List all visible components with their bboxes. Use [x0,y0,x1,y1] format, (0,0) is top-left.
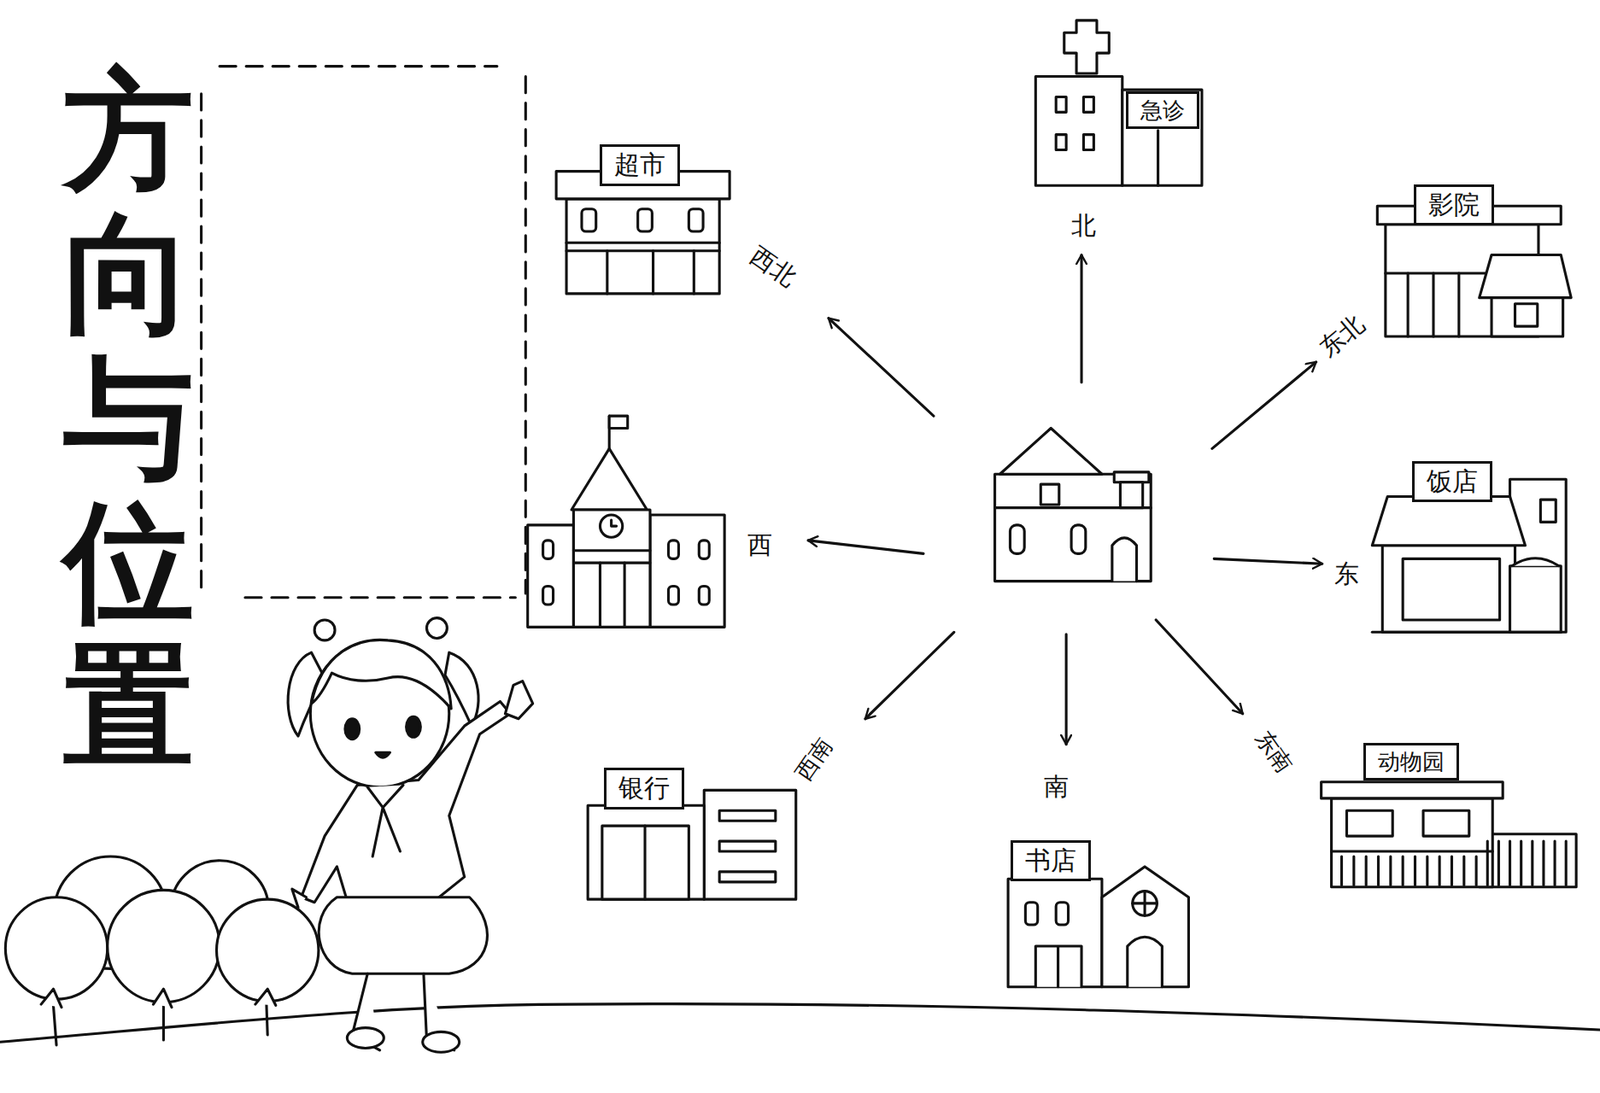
direction-label: 西北 [743,240,803,294]
hospital-building [1035,20,1202,186]
sign-text: 影院 [1428,190,1480,220]
trees [5,856,319,1046]
sign-board: 急诊 [1125,91,1200,129]
fence-slat [1508,841,1512,885]
fence-slat [1462,856,1466,885]
restaurant-building [1371,479,1566,633]
direction-label: 西南 [790,732,839,788]
sign-text: 银行 [618,773,670,803]
fence-slat [1352,856,1355,885]
sign-text: 饭店 [1426,467,1478,497]
sign-board: 书店 [1010,840,1091,882]
fence-slat [1450,856,1454,885]
zoo-building [1321,782,1577,888]
fence-slat [1553,841,1557,885]
fence-slat [1438,856,1442,885]
school-building [527,416,725,628]
sign-text: 急诊 [1140,97,1185,124]
bookstore-building [1008,867,1189,988]
supermarket-building [556,171,730,294]
fence-slat [1377,856,1380,885]
direction-label: 西 [745,531,774,561]
fence-slat [1497,841,1501,885]
direction-label: 北 [1069,211,1098,241]
direction-label: 东南 [1248,725,1298,780]
sign-board: 银行 [603,767,685,809]
fence-slat [1389,856,1392,885]
fence-slat [1486,841,1489,885]
sign-board: 饭店 [1412,461,1493,503]
fence-slat [1564,841,1568,885]
fence-slat [1425,856,1429,885]
fence-slat [1413,856,1417,885]
fence-slat [1401,856,1405,885]
sign-text: 动物园 [1377,749,1445,775]
dashed-frame [201,66,527,598]
direction-label: 南 [1042,773,1071,803]
sign-board: 动物园 [1363,743,1460,781]
fence-slat [1530,841,1534,885]
direction-label: 东北 [1312,308,1372,365]
center-house [995,427,1152,581]
girl-figure [287,618,534,1054]
fence-slat [1340,856,1343,885]
fence-slat [1519,841,1523,885]
fence-slats [1342,841,1567,885]
direction-label: 东 [1332,560,1361,590]
title-text: 方向与位置 [63,58,194,778]
sign-text: 书店 [1025,846,1077,876]
sign-board: 超市 [599,144,680,186]
fence-slat [1365,856,1368,885]
ground-line [0,1004,1600,1044]
sign-board: 影院 [1413,184,1495,226]
sign-text: 超市 [614,150,666,180]
direction-arrows [808,255,1323,745]
fence-slat [1541,841,1545,885]
fence-slat [1475,856,1478,885]
